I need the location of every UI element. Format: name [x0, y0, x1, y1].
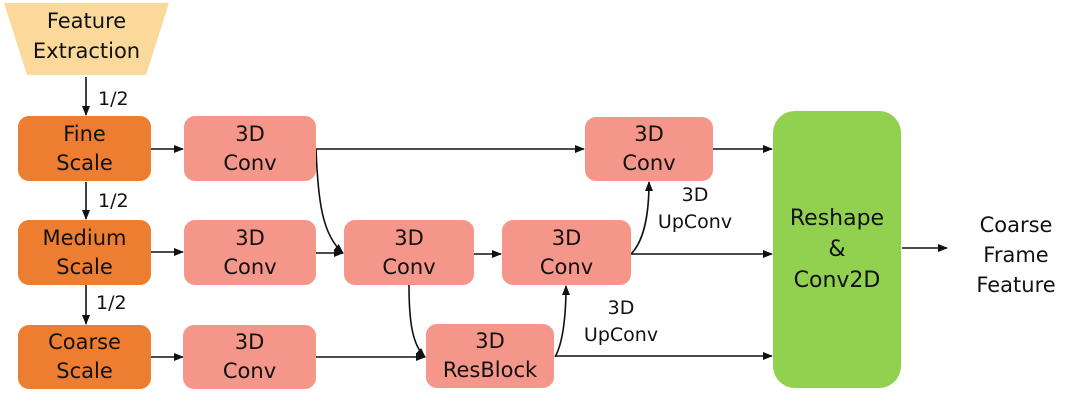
upconv-label-line: UpConv: [583, 324, 659, 346]
output-label: Coarse Frame Feature: [966, 210, 1066, 300]
mid-conv-b-box: 3D Conv: [502, 220, 631, 285]
upconv-label-line: 3D: [681, 184, 709, 206]
box-label: 3D: [235, 121, 265, 146]
box-label: Medium: [42, 225, 127, 250]
output-label-line: Coarse: [979, 213, 1053, 237]
feature-extraction-label-2: Extraction: [32, 39, 141, 63]
box-label: Conv: [223, 150, 277, 175]
reshape-conv2d-box: Reshape & Conv2D: [773, 111, 901, 388]
medium-scale-box: Medium Scale: [18, 220, 151, 285]
mid-conv-a-box: 3D Conv: [344, 220, 474, 285]
feature-extraction-trapezoid: [4, 3, 169, 75]
feature-extraction-label-1: Feature: [46, 9, 127, 33]
medium-conv-box: 3D Conv: [184, 220, 316, 285]
downsample-label: 1/2: [98, 190, 129, 212]
box-label: Conv: [222, 359, 277, 383]
box-label: &: [828, 237, 846, 262]
upconv-label-line: 3D: [607, 297, 635, 319]
box-label: 3D: [394, 225, 424, 250]
downsample-label: 1/2: [96, 292, 127, 314]
arrow-midconv-to-resblock: [408, 284, 426, 358]
box-label: 3D: [235, 225, 265, 250]
fine-conv-box: 3D Conv: [184, 116, 316, 181]
coarse-conv-box: 3D Conv: [183, 325, 316, 389]
box-label: Reshape: [789, 206, 885, 231]
output-label-line: Feature: [976, 273, 1056, 297]
box-label: 3D: [234, 330, 265, 354]
box-label: Conv: [539, 254, 594, 279]
output-label-line: Frame: [983, 243, 1049, 267]
box-label: ResBlock: [442, 358, 538, 382]
box-label: Conv: [382, 254, 436, 279]
feature-extraction-shape: [4, 3, 169, 75]
upconv-label-bottom: 3D UpConv: [574, 295, 668, 349]
downsample-label: 1/2: [98, 88, 129, 110]
feature-extraction-block: Feature Extraction: [5, 6, 168, 66]
box-label: Conv2D: [793, 268, 881, 293]
box-label: Scale: [56, 359, 113, 383]
top-conv-box: 3D Conv: [585, 117, 713, 181]
box-label: Scale: [56, 150, 113, 175]
arrow-fineconv-to-midconv: [315, 148, 344, 254]
box-label: 3D: [634, 122, 664, 146]
resblock-box: 3D ResBlock: [426, 324, 554, 388]
box-label: Scale: [56, 254, 113, 279]
box-label: Conv: [622, 151, 676, 175]
box-label: 3D: [475, 329, 505, 353]
box-label: Coarse: [48, 330, 121, 354]
arrow-resblock-upconv: [554, 285, 570, 358]
upconv-label-top: 3D UpConv: [648, 182, 742, 236]
coarse-scale-box: Coarse Scale: [18, 325, 151, 389]
upconv-label-line: UpConv: [657, 211, 733, 233]
box-label: 3D: [551, 225, 582, 250]
box-label: Conv: [223, 254, 277, 279]
box-label: Fine: [63, 121, 106, 146]
arrow-midconv-upconv: [630, 181, 653, 255]
fine-scale-box: Fine Scale: [18, 116, 151, 181]
